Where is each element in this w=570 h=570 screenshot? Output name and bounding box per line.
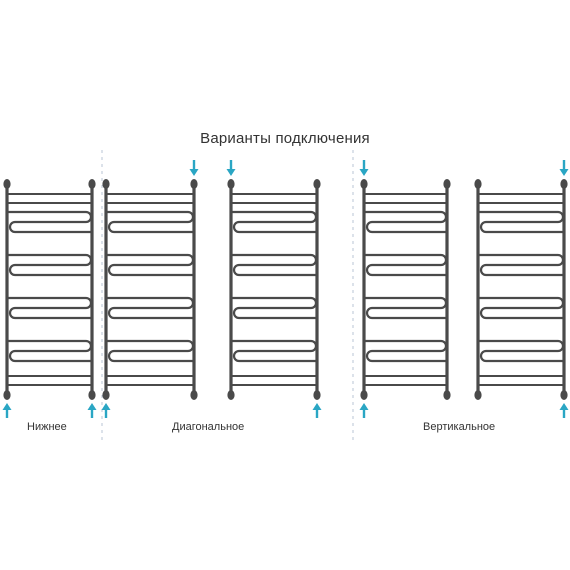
towel-rail: [102, 179, 198, 400]
rail-loop: [106, 210, 195, 234]
rail-cap-top: [227, 179, 235, 189]
rail-cap-top: [560, 179, 568, 189]
rail-loop: [364, 210, 448, 234]
flow-arrows: [2, 160, 569, 418]
arrow-up-icon: [359, 403, 369, 418]
rail-loop: [364, 296, 448, 320]
towel-rails: [3, 179, 568, 400]
rail-cap-bottom: [560, 390, 568, 400]
rail-loop: [364, 253, 448, 277]
rail-cap-bottom: [313, 390, 321, 400]
rail-cap-top: [313, 179, 321, 189]
rail-cap-top: [190, 179, 198, 189]
arrow-head: [189, 169, 199, 176]
rail-cap-bottom: [3, 390, 11, 400]
rail-cap-bottom: [227, 390, 235, 400]
arrow-head: [559, 169, 569, 176]
label-bottom: Нижнее: [27, 421, 67, 433]
rail-loop: [478, 253, 565, 277]
arrow-up-icon: [2, 403, 12, 418]
arrow-head: [226, 169, 236, 176]
rail-cap-top: [474, 179, 482, 189]
rail-cap-bottom: [360, 390, 368, 400]
arrow-down-icon: [189, 160, 199, 176]
arrow-head: [559, 403, 569, 410]
label-vertical: Вертикальное: [423, 421, 496, 433]
rail-loop: [478, 339, 565, 363]
label-diagonal: Диагональное: [172, 421, 245, 433]
rail-cap-bottom: [190, 390, 198, 400]
arrow-head: [87, 403, 97, 410]
towel-rail: [474, 179, 568, 400]
rail-loop: [231, 296, 318, 320]
towel-rail: [360, 179, 451, 400]
rail-cap-top: [88, 179, 96, 189]
towel-rail: [3, 179, 96, 400]
rail-cap-top: [443, 179, 451, 189]
rail-loop: [231, 253, 318, 277]
arrow-down-icon: [359, 160, 369, 176]
rail-loop: [478, 210, 565, 234]
rail-loop: [7, 296, 93, 320]
arrow-up-icon: [559, 403, 569, 418]
arrow-down-icon: [226, 160, 236, 176]
rail-cap-top: [3, 179, 11, 189]
rail-cap-bottom: [443, 390, 451, 400]
rail-loop: [106, 296, 195, 320]
arrow-head: [312, 403, 322, 410]
arrow-head: [2, 403, 12, 410]
rail-loop: [7, 339, 93, 363]
rail-cap-bottom: [474, 390, 482, 400]
page-title: Варианты подключения: [200, 130, 370, 147]
rail-loop: [478, 296, 565, 320]
rail-loop: [106, 339, 195, 363]
arrow-down-icon: [559, 160, 569, 176]
rail-loop: [231, 210, 318, 234]
rail-loop: [7, 210, 93, 234]
arrow-up-icon: [87, 403, 97, 418]
arrow-head: [101, 403, 111, 410]
rail-loop: [231, 339, 318, 363]
rail-cap-bottom: [88, 390, 96, 400]
arrow-head: [359, 403, 369, 410]
rail-loop: [364, 339, 448, 363]
rail-loop: [106, 253, 195, 277]
rail-cap-bottom: [102, 390, 110, 400]
towel-rail: [227, 179, 321, 400]
rail-cap-top: [360, 179, 368, 189]
rail-cap-top: [102, 179, 110, 189]
rail-loop: [7, 253, 93, 277]
arrow-up-icon: [312, 403, 322, 418]
arrow-up-icon: [101, 403, 111, 418]
arrow-head: [359, 169, 369, 176]
